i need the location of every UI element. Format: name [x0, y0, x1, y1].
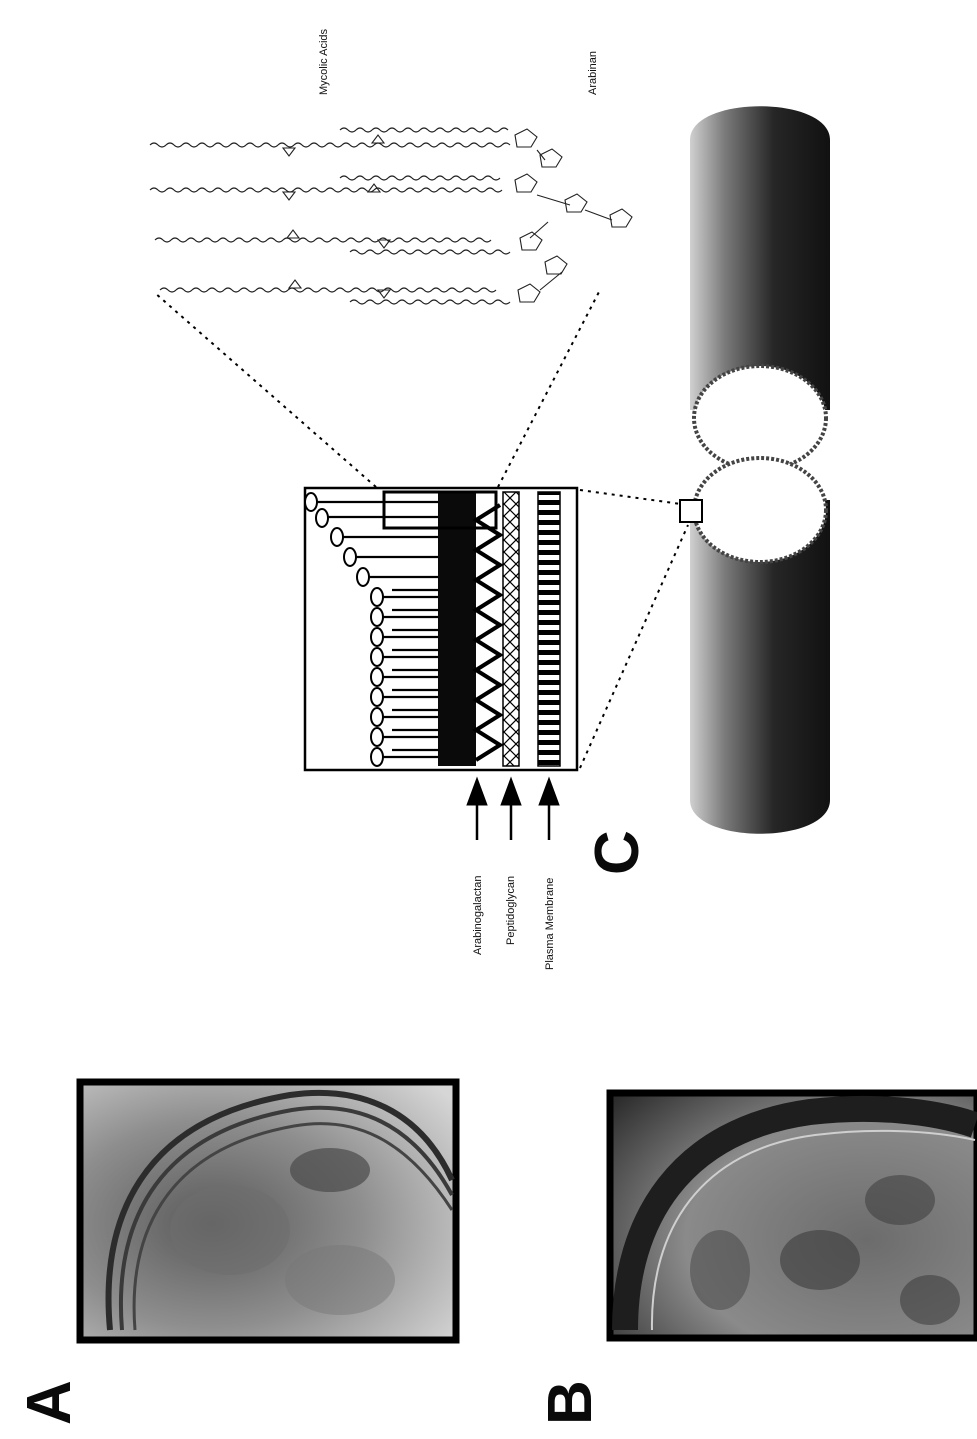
panel-label-a: A: [14, 1380, 85, 1425]
envelope-schematic: [155, 290, 688, 770]
panel-label-c: C: [582, 830, 653, 875]
label-arabinan: Arabinan: [587, 51, 599, 95]
label-plasma-membrane: Plasma Membrane: [544, 878, 556, 970]
label-mycolic-acids: Mycolic Acids: [318, 29, 330, 95]
panel-label-b: B: [535, 1380, 606, 1425]
mycolic-acid-structure: [150, 128, 632, 304]
bacillus-cylinder: [680, 106, 830, 834]
micrograph-b: [610, 1093, 977, 1338]
micrograph-a: [80, 1082, 456, 1340]
layer-arrows: [467, 778, 559, 840]
label-arabinogalactan: Arabinogalactan: [472, 875, 484, 955]
label-peptidoglycan: Peptidoglycan: [505, 876, 517, 945]
